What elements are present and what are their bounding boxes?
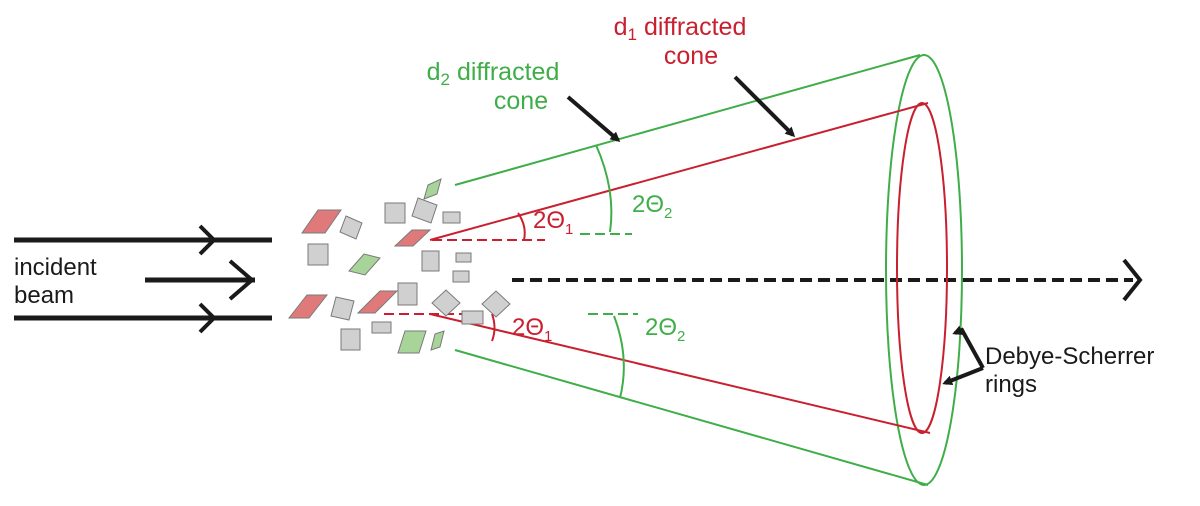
crystal-grain — [431, 289, 461, 317]
incident-beam-chevron-middle — [228, 259, 256, 301]
crystal-grain — [356, 290, 399, 314]
theta1-top-subscript: 1 — [565, 221, 574, 238]
pointer-arrows — [566, 75, 985, 386]
d1-pointer-arrow — [733, 75, 796, 138]
d1-text: diffracted — [637, 13, 747, 41]
d1-debye-scherrer-ring — [896, 102, 948, 434]
d1-cone-word: cone — [663, 42, 719, 70]
theta2-top-arc — [595, 144, 613, 233]
theta2-top-label: 2Θ2 — [632, 191, 672, 222]
d1-cone-upper-edge — [429, 102, 929, 241]
d2-subscript: 2 — [440, 70, 451, 89]
d1-subscript: 1 — [627, 25, 638, 44]
theta2-bottom-label: 2Θ2 — [645, 314, 685, 345]
crystal-grain — [442, 211, 461, 224]
d1-letter: d — [613, 13, 628, 41]
d2-letter: d — [426, 58, 441, 86]
crystal-grain — [430, 330, 445, 351]
theta1-top-label: 2Θ1 — [533, 207, 573, 238]
theta2-top-text: 2Θ — [632, 191, 665, 218]
d2-cone-word: cone — [493, 87, 549, 115]
crystal-grain — [397, 330, 427, 354]
theta2-bottom-text: 2Θ — [645, 314, 678, 341]
theta1-bottom-text: 2Θ — [512, 314, 545, 341]
theta2-bottom-subscript: 2 — [677, 328, 686, 345]
incident-beam-lines — [14, 224, 272, 334]
crystal-grain — [481, 290, 511, 318]
crystal-grain — [452, 270, 470, 283]
crystal-grain — [384, 202, 406, 224]
d1-cone — [429, 102, 948, 434]
d1-cone-label: d1 diffracted cone — [611, 15, 749, 69]
d2-text: diffracted — [450, 58, 560, 86]
crystal-grain — [339, 215, 363, 240]
incident-beam-chevron-bottom — [198, 302, 217, 334]
crystal-grain — [340, 328, 361, 351]
theta1-bottom-arc — [491, 313, 496, 342]
crystal-grain — [397, 282, 418, 306]
crystal-grain — [287, 294, 329, 319]
rings-pointer-arrow-lower — [942, 366, 984, 386]
d2-debye-scherrer-ring — [885, 54, 963, 486]
polycrystalline-sample — [287, 178, 511, 354]
angle-markers — [384, 144, 638, 399]
theta1-top-text: 2Θ — [533, 207, 566, 234]
transmitted-beam-arrowhead — [1122, 258, 1143, 302]
theta1-bottom-label: 2Θ1 — [512, 314, 552, 345]
crystal-grain — [423, 178, 442, 200]
crystal-grain — [455, 252, 472, 263]
crystal-grain — [307, 243, 329, 266]
d2-cone — [454, 54, 963, 486]
d2-cone-label: d2 diffracted cone — [424, 60, 562, 114]
incident-beam-chevron-top — [198, 224, 217, 256]
rings-pointer-arrow — [952, 325, 985, 369]
theta2-bottom-arc — [613, 315, 625, 399]
crystal-grain — [371, 321, 392, 334]
incident-label-line1: incident — [14, 254, 97, 281]
crystal-grain — [461, 310, 484, 325]
crystal-grain — [421, 250, 440, 272]
incident-beam-label: incident beam — [14, 256, 97, 308]
rings-label-line2: rings — [985, 371, 1038, 398]
debye-scherrer-rings-label: Debye-Scherrer rings — [985, 345, 1154, 397]
d2-cone-upper-edge — [454, 54, 921, 186]
crystal-grain — [411, 197, 438, 224]
theta2-top-subscript: 2 — [664, 205, 673, 222]
incident-label-line2: beam — [14, 282, 75, 309]
crystal-grain — [393, 229, 432, 247]
theta1-top-arc — [517, 212, 526, 241]
d1-cone-lower-edge — [429, 313, 931, 434]
crystal-grain — [330, 296, 355, 321]
crystal-grain — [348, 253, 381, 276]
rings-label-line1: Debye-Scherrer — [985, 343, 1155, 370]
crystal-grain — [301, 209, 342, 234]
theta1-bottom-subscript: 1 — [544, 328, 553, 345]
d2-cone-lower-edge — [454, 349, 929, 486]
d2-pointer-arrow — [566, 95, 621, 142]
transmitted-beam — [512, 258, 1143, 302]
